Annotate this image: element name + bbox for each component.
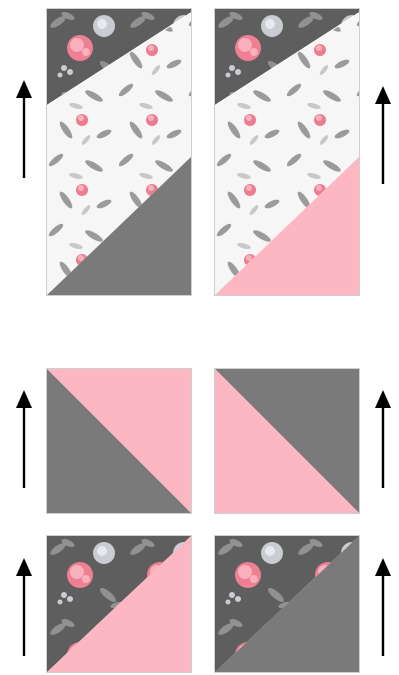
tall-block-left [46,8,192,296]
up-arrow-icon [373,390,393,490]
hst-floral-pink [46,535,192,673]
up-arrow-icon [14,390,34,490]
up-arrow-icon [14,80,34,180]
up-arrow-icon [373,558,393,658]
hst-pink-gray [46,368,192,514]
tall-block-right [214,8,360,296]
hst-floral-gray [214,535,360,673]
up-arrow-icon [14,558,34,658]
up-arrow-icon [373,86,393,186]
hst-gray-pink [214,368,360,514]
